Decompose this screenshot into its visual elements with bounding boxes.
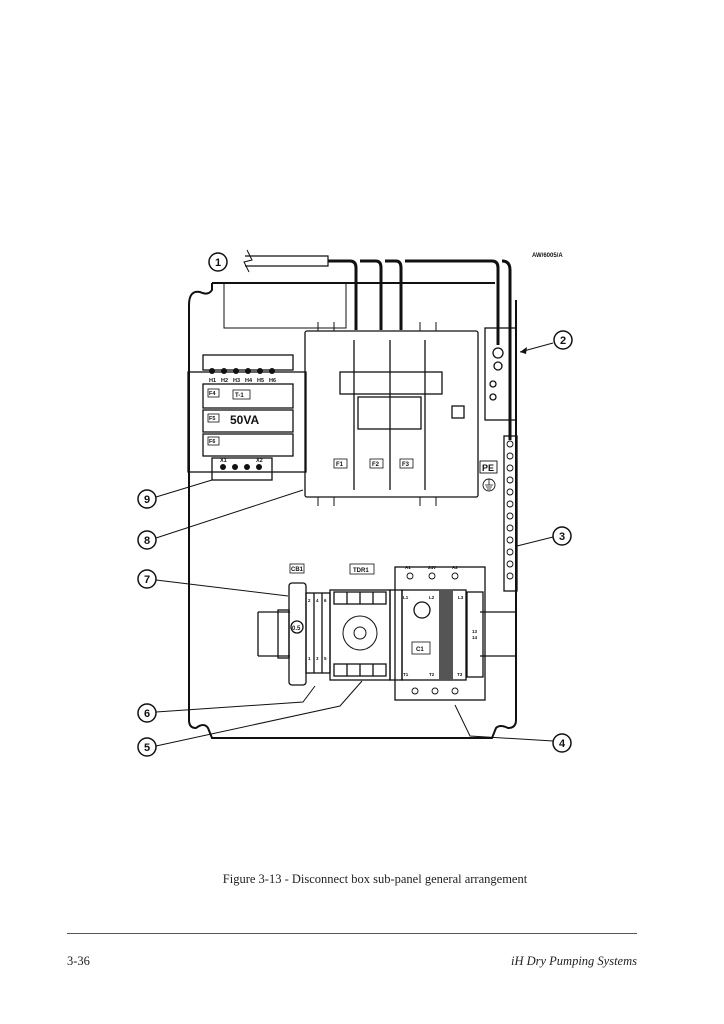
earth-label: PE xyxy=(482,463,494,473)
fuse-label: F2 xyxy=(372,462,380,468)
svg-text:6: 6 xyxy=(144,708,150,720)
svg-text:2: 2 xyxy=(560,335,566,347)
circuit-breaker-cb1: 0.5 CB1 2 4 6 1 3 5 xyxy=(277,563,331,686)
callout-3: 3 xyxy=(552,526,572,546)
callout-8: 8 xyxy=(137,530,157,550)
fuse-label: F3 xyxy=(402,462,410,468)
timer-tag: TDR1 xyxy=(353,568,369,574)
figure-caption: Figure 3-13 - Disconnect box sub-panel g… xyxy=(222,872,528,886)
terminal-label: H5 xyxy=(257,378,264,384)
terminal-label: 3 xyxy=(316,656,319,661)
svg-text:4: 4 xyxy=(559,738,566,750)
terminal-label: L3 xyxy=(458,595,464,600)
svg-text:3: 3 xyxy=(559,531,565,543)
fuse-label: F1 xyxy=(336,462,344,468)
callout-5: 5 xyxy=(137,737,157,757)
svg-text:9: 9 xyxy=(144,494,150,506)
callout-6: 6 xyxy=(137,703,157,723)
running-title: iH Dry Pumping Systems xyxy=(510,954,637,968)
din-rail xyxy=(257,611,516,657)
svg-text:1: 1 xyxy=(215,257,221,269)
terminal-label: T3 xyxy=(457,672,463,677)
terminal-label: X2 xyxy=(256,458,263,464)
svg-text:8: 8 xyxy=(144,535,150,547)
incoming-cable xyxy=(243,249,512,440)
footer-rule xyxy=(67,933,637,934)
earth-bar: PE xyxy=(479,435,518,592)
terminal-label: 5 xyxy=(324,656,327,661)
terminal-label: T2 xyxy=(429,672,435,677)
terminal-label: 2 xyxy=(308,598,311,603)
sub-panel-diagram: AW/6005/A H1 H2 H3 H4 H5 H6 X1 X2 F4 F5 xyxy=(137,249,573,757)
contactor-c1: C1 A1 24V A2 L1 L2 L3 T1 T2 T3 13 14 xyxy=(389,565,486,701)
callout-2: 2 xyxy=(553,330,573,350)
breaker-tag: CB1 xyxy=(291,567,304,573)
transformer-tag: T-1 xyxy=(235,393,244,399)
terminal-label: T1 xyxy=(403,672,409,677)
terminal-label: A1 xyxy=(405,565,411,570)
callout-9: 9 xyxy=(137,489,157,509)
callout-4: 4 xyxy=(552,733,572,753)
terminal-label: L2 xyxy=(429,595,435,600)
terminal-label: H4 xyxy=(245,378,253,384)
breaker-rating: 0.5 xyxy=(292,626,301,632)
coil-voltage: 24V xyxy=(428,565,436,570)
transformer-rating: 50VA xyxy=(230,413,259,427)
terminal-label: 13 xyxy=(472,629,478,634)
contactor-tag: C1 xyxy=(416,647,424,653)
fuse-label: F4 xyxy=(209,391,216,397)
timer-relay-tdr1: TDR1 xyxy=(329,563,391,681)
drawing-reference: AW/6005/A xyxy=(532,253,563,259)
terminal-block xyxy=(484,327,517,421)
terminal-label: X1 xyxy=(220,458,227,464)
transformer-t1: H1 H2 H3 H4 H5 H6 X1 X2 F4 F5 F6 T-1 50V… xyxy=(187,354,307,481)
terminal-label: L1 xyxy=(403,595,409,600)
terminal-label: H1 xyxy=(209,378,216,384)
terminal-label: 6 xyxy=(324,598,327,603)
terminal-label: 14 xyxy=(472,635,478,640)
terminal-label: 1 xyxy=(308,656,311,661)
svg-text:7: 7 xyxy=(144,574,150,586)
page-number: 3-36 xyxy=(67,954,90,968)
terminal-label: A2 xyxy=(452,565,458,570)
terminal-label: 4 xyxy=(316,598,319,603)
terminal-label: H6 xyxy=(269,378,276,384)
leader-lines xyxy=(155,342,554,747)
fuse-label: F5 xyxy=(209,416,215,422)
terminal-label: H3 xyxy=(233,378,240,384)
svg-text:5: 5 xyxy=(144,742,150,754)
fused-disconnect: F1 F2 F3 xyxy=(304,322,479,506)
callout-7: 7 xyxy=(137,569,157,589)
callout-1: 1 xyxy=(208,252,228,272)
terminal-label: H2 xyxy=(221,378,228,384)
fuse-label: F6 xyxy=(209,439,215,445)
